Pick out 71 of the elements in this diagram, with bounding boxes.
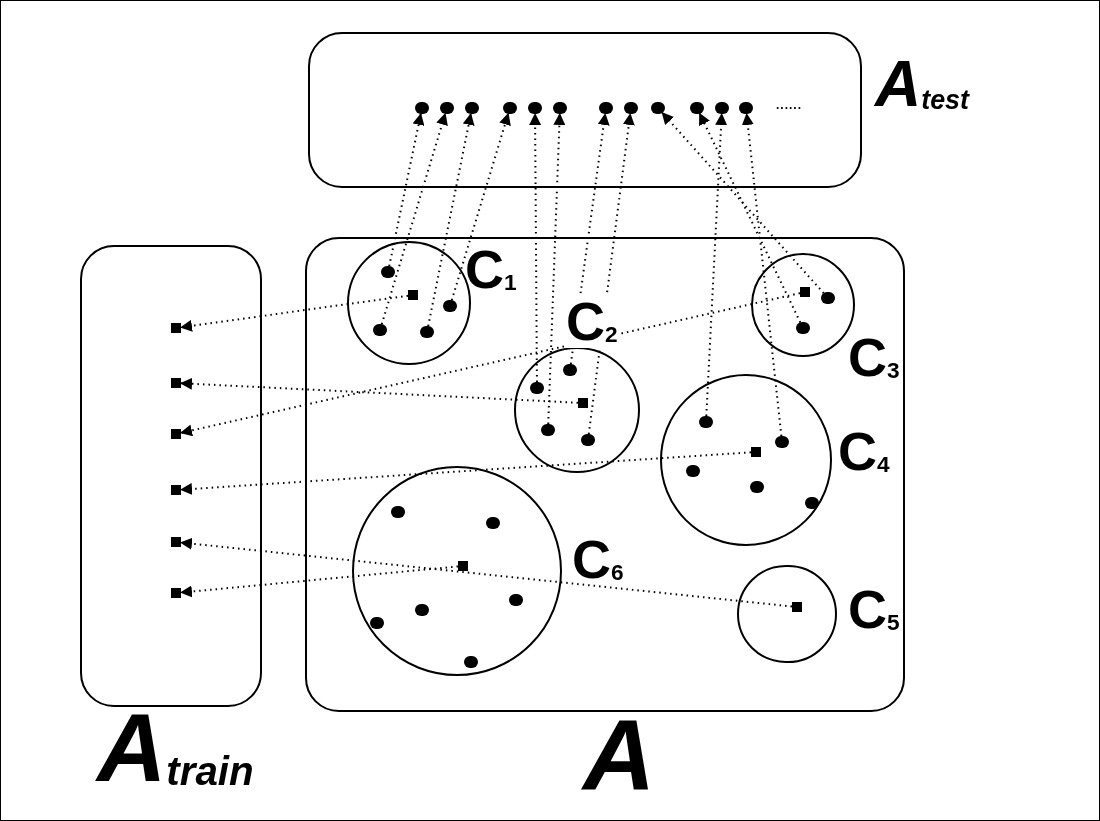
prototype-square (751, 447, 761, 457)
prototype-square (171, 323, 181, 333)
data-point (651, 102, 665, 114)
prototype-square (792, 602, 802, 612)
data-point (420, 326, 434, 338)
data-point (528, 102, 542, 114)
dotted-arrow (529, 113, 542, 383)
data-point (486, 517, 500, 529)
cluster-label: C$_{6}$ (572, 532, 624, 586)
data-point (563, 364, 577, 376)
data-point (805, 497, 819, 509)
dotted-arrow (388, 112, 425, 268)
prototype-square (408, 290, 418, 300)
data-point (381, 266, 395, 278)
dotted-arrow (180, 377, 579, 404)
dotted-arrow (661, 111, 825, 295)
prototype-square (171, 429, 181, 439)
prototype-square (800, 287, 810, 297)
prototype-square (171, 378, 181, 388)
data-point (440, 102, 454, 114)
data-point (686, 465, 700, 477)
dotted-arrow (180, 294, 409, 332)
data-point (530, 382, 544, 394)
data-point (443, 300, 457, 312)
data-point (624, 102, 638, 114)
prototype-square (578, 398, 588, 408)
data-point (796, 322, 810, 334)
data-point (370, 617, 384, 629)
prototype-square (458, 561, 468, 571)
cluster-label: C$_{5}$ (848, 582, 900, 636)
data-point (581, 434, 595, 446)
prototype-square (171, 537, 181, 547)
cluster-label: C$_{1}$ (465, 242, 517, 296)
data-point (373, 324, 387, 336)
data-point (821, 292, 835, 304)
data-point (775, 436, 789, 448)
cluster-label: C$_{4}$ (838, 424, 890, 478)
data-point (541, 424, 555, 436)
data-point (739, 102, 753, 114)
dotted-arrow (380, 112, 448, 326)
data-point (509, 594, 523, 606)
data-point (750, 481, 764, 493)
data-point (503, 102, 517, 114)
dotted-arrow (180, 565, 459, 598)
dotted-arrow (705, 113, 728, 417)
data-point (415, 604, 429, 616)
prototype-square (171, 588, 181, 598)
dotted-arrow (180, 537, 793, 608)
dotted-arrow (587, 112, 635, 436)
dotted-arrow (427, 112, 475, 328)
data-point (464, 656, 478, 668)
data-point (553, 102, 567, 114)
data-point (699, 416, 713, 428)
data-point (465, 102, 479, 114)
dotted-arrow (180, 292, 801, 437)
cluster-label: C$_{2}$ (566, 294, 618, 348)
data-point (415, 102, 429, 114)
prototype-square (171, 485, 181, 495)
dotted-arrow (450, 112, 511, 302)
data-point (599, 102, 613, 114)
dotted-arrow (547, 113, 566, 425)
set-label: A (583, 705, 656, 805)
dotted-arrow (569, 112, 610, 366)
data-point (690, 102, 704, 114)
cluster-label: C$_{3}$ (848, 330, 900, 384)
ellipsis-label: ...... (776, 97, 802, 114)
data-point (391, 506, 405, 518)
dotted-arrow (180, 451, 752, 495)
dotted-arrow (741, 112, 783, 438)
data-point (715, 102, 729, 114)
dotted-arrow (698, 112, 802, 324)
